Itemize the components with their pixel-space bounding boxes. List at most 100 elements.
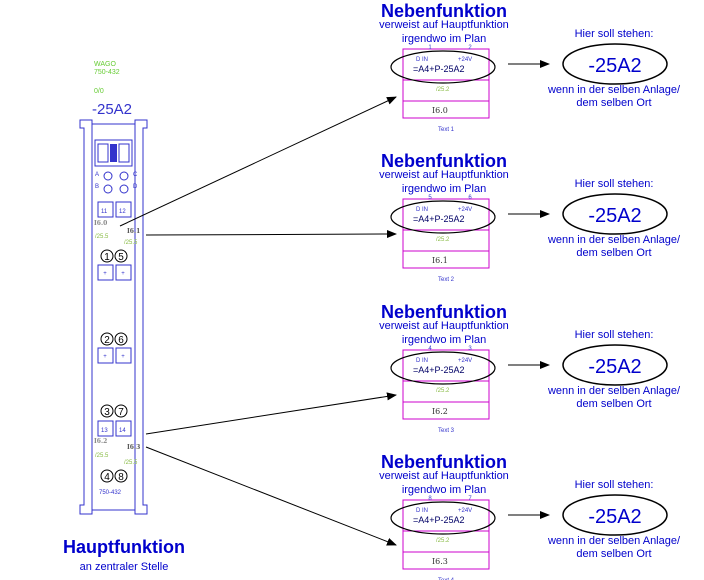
io-address: I6.2 — [94, 438, 107, 445]
pin-number: 8 — [428, 496, 432, 502]
device-caption: Text 2 — [438, 277, 455, 283]
connection-number: 6 — [118, 335, 124, 346]
section-desc: irgendwo im Plan — [402, 334, 486, 346]
device-address: I6.0 — [432, 106, 448, 115]
section-desc: irgendwo im Plan — [402, 183, 486, 195]
connection-number: 3 — [104, 407, 110, 418]
result-note: wenn in der selben Anlage/ — [547, 385, 681, 397]
result-note: wenn in der selben Anlage/ — [547, 234, 681, 246]
result-hint: Hier soll stehen: — [575, 329, 654, 341]
main-title: Hauptfunktion — [63, 537, 185, 557]
io-address: I6.3 — [127, 444, 140, 451]
main-module: WAGO 750-432 0/0 -25A2 A C B D 11 12 I6.… — [79, 61, 148, 515]
result-value: -25A2 — [588, 205, 641, 227]
terminal-label: 14 — [119, 428, 126, 434]
io-ref: /25.5 — [124, 460, 138, 466]
device-caption: Text 3 — [438, 428, 455, 434]
connection-number: 2 — [104, 335, 110, 346]
led-letter: A — [95, 172, 99, 178]
pin-number: 4 — [428, 346, 432, 352]
pin-number: 3 — [468, 346, 472, 352]
terminal-label: 11 — [101, 209, 108, 215]
connection-number: 5 — [118, 252, 124, 263]
device-reference: =A4+P-25A2 — [413, 365, 465, 375]
module-connector-block — [94, 139, 133, 167]
result-ellipse — [562, 43, 668, 85]
result-note: dem selben Ort — [576, 548, 651, 560]
section-desc: irgendwo im Plan — [402, 33, 486, 45]
device-box — [402, 499, 490, 570]
section-heading: Nebenfunktion — [381, 452, 507, 472]
result-ellipse — [562, 344, 668, 386]
pin-number: 7 — [468, 496, 472, 502]
plus-sign: + — [103, 354, 107, 360]
arrow-to-section-1 — [119, 96, 397, 227]
led-indicator — [103, 184, 113, 194]
device-address: I6.3 — [432, 557, 448, 566]
arrow-to-section-2 — [145, 230, 397, 239]
result-value: -25A2 — [588, 506, 641, 528]
device-box — [402, 349, 490, 420]
device-box — [402, 198, 490, 269]
device-reference: =A4+P-25A2 — [413, 64, 465, 74]
section-desc: verweist auf Hauptfunktion — [379, 169, 509, 181]
io-ref: /25.5 — [95, 453, 109, 459]
module-housing — [79, 119, 148, 515]
device-voltage: +24V — [458, 358, 472, 364]
device-reference: =A4+P-25A2 — [413, 214, 465, 224]
result-note: wenn in der selben Anlage/ — [547, 84, 681, 96]
terminal-label: 12 — [119, 209, 126, 215]
terminal-11 — [97, 201, 114, 218]
connection-number: 7 — [118, 407, 124, 418]
io-ref: /25.5 — [95, 234, 109, 240]
device-subref: /25.2 — [436, 237, 450, 243]
device-address: I6.1 — [432, 256, 448, 265]
terminal-label: 13 — [101, 428, 108, 434]
result-hint: Hier soll stehen: — [575, 178, 654, 190]
main-subtitle: an zentraler Stelle — [80, 561, 169, 573]
pin-number: 1 — [428, 45, 432, 51]
device-subref: /25.2 — [436, 538, 450, 544]
device-box — [402, 48, 490, 119]
led-letter: B — [95, 184, 99, 190]
plus-sign: + — [121, 354, 125, 360]
io-address: I6.1 — [127, 228, 140, 235]
result-value: -25A2 — [588, 55, 641, 77]
reference-highlight — [390, 200, 496, 234]
led-letter: C — [133, 172, 138, 178]
pin-number: 6 — [468, 195, 472, 201]
device-caption: Text 1 — [438, 127, 455, 133]
arrow-to-section-3 — [145, 392, 397, 435]
module-tag: -25A2 — [92, 101, 132, 118]
device-voltage: +24V — [458, 508, 472, 514]
result-value: -25A2 — [588, 356, 641, 378]
terminal-12 — [115, 201, 132, 218]
connection-number: 8 — [118, 472, 124, 483]
led-letter: D — [133, 184, 138, 190]
section-heading: Nebenfunktion — [381, 302, 507, 322]
section-desc: verweist auf Hauptfunktion — [379, 470, 509, 482]
io-ref: /25.5 — [124, 240, 138, 246]
led-indicator — [119, 184, 129, 194]
reference-highlight — [390, 501, 496, 535]
result-ellipse — [562, 494, 668, 536]
connection-arrows — [119, 96, 397, 546]
pin-number: 2 — [468, 45, 472, 51]
plus-sign: + — [121, 271, 125, 277]
module-brand: WAGO — [94, 61, 116, 68]
plus-sign: + — [103, 271, 107, 277]
led-indicator — [119, 171, 129, 181]
result-hint: Hier soll stehen: — [575, 28, 654, 40]
connection-number: 4 — [104, 472, 110, 483]
device-address: I6.2 — [432, 407, 448, 416]
section-heading: Nebenfunktion — [381, 1, 507, 21]
device-type: D IN — [416, 57, 428, 63]
result-note: dem selben Ort — [576, 398, 651, 410]
pin-number: 5 — [428, 195, 432, 201]
result-ellipse — [562, 193, 668, 235]
reference-highlight — [390, 50, 496, 84]
device-voltage: +24V — [458, 57, 472, 63]
